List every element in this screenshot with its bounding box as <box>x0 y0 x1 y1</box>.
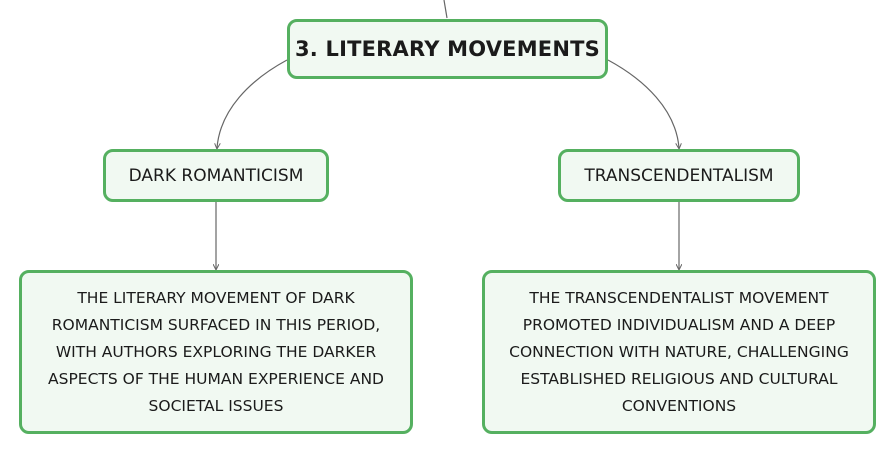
detail-node-text: THE LITERARY MOVEMENT OF DARK ROMANTICIS… <box>48 288 384 415</box>
branch-node-dark-romanticism[interactable]: DARK ROMANTICISM <box>103 149 329 202</box>
branch-node-label: TRANSCENDENTALISM <box>584 165 774 186</box>
connector-root-to-dark-romanticism <box>217 59 288 148</box>
connector-parent-to-root <box>443 0 448 19</box>
root-node-literary-movements[interactable]: 3. LITERARY MOVEMENTS <box>287 19 608 79</box>
detail-node-text: THE TRANSCENDENTALIST MOVEMENT PROMOTED … <box>509 288 849 415</box>
detail-node-dark-romanticism[interactable]: THE LITERARY MOVEMENT OF DARK ROMANTICIS… <box>19 270 413 434</box>
branch-node-label: DARK ROMANTICISM <box>128 165 304 186</box>
connector-root-to-transcendentalism <box>607 59 679 148</box>
branch-node-transcendentalism[interactable]: TRANSCENDENTALISM <box>558 149 800 202</box>
root-node-label: 3. LITERARY MOVEMENTS <box>295 37 600 61</box>
detail-node-transcendentalism[interactable]: THE TRANSCENDENTALIST MOVEMENT PROMOTED … <box>482 270 876 434</box>
